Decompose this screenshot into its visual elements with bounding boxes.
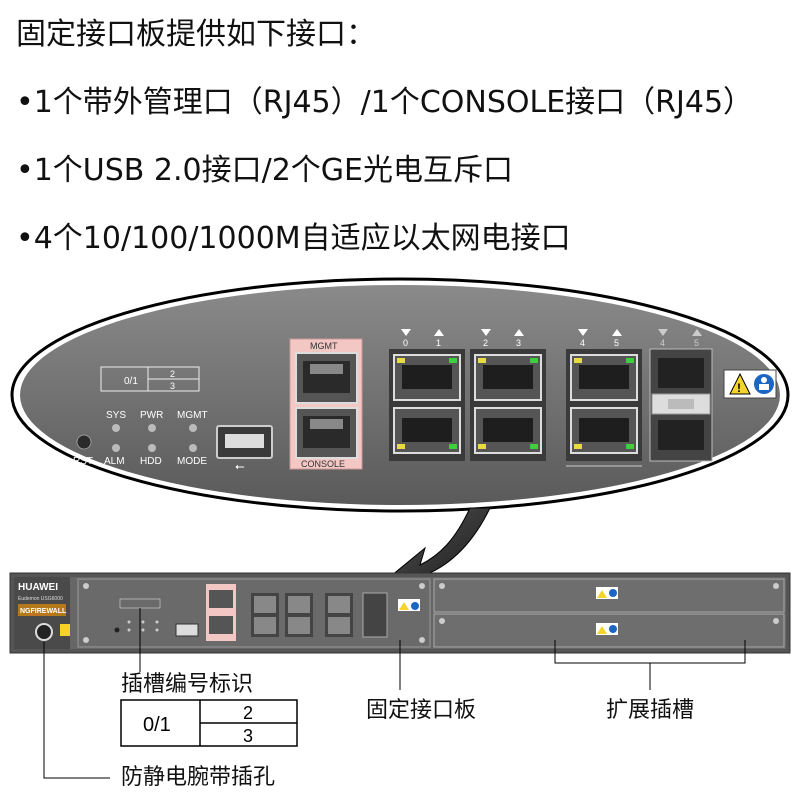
zoom-slot-id-box: 0/1 2 3 xyxy=(100,366,200,392)
device-chassis: HUAWEI Eudemon USG6000 NGFIREWALL xyxy=(9,572,791,654)
rst-button: RST xyxy=(73,434,93,467)
zoom-led-group: SYS PWR MGMT ALM HDD MODE xyxy=(104,410,208,467)
led-pwr xyxy=(148,424,156,432)
led-label-sys: SYS xyxy=(106,410,126,421)
page-heading: 固定接口板提供如下接口： xyxy=(16,17,376,52)
port-num-4b: 4 xyxy=(660,338,665,348)
usb-port: ⭠ xyxy=(216,425,273,473)
brand-logo: HUAWEI xyxy=(18,582,58,593)
led-mode xyxy=(189,444,197,452)
bullet-1: •1个带外管理口（RJ45）/1个CONSOLE接口（RJ45） xyxy=(16,85,754,120)
led-label-alm: ALM xyxy=(104,456,125,467)
led-mgmt xyxy=(189,424,197,432)
label-expansion-slots: 扩展插槽 xyxy=(606,698,695,723)
bullet-3: •4个10/100/1000M自适应以太网电接口 xyxy=(16,221,571,256)
warning-icon: ! xyxy=(723,369,777,399)
slot-number-table: 0/1 2 3 xyxy=(120,699,298,747)
rst-label: RST xyxy=(73,456,93,467)
rj45-group-2-3 xyxy=(470,349,546,461)
led-sys xyxy=(112,424,120,432)
bullet-2: •1个USB 2.0接口/2个GE光电互斥口 xyxy=(16,153,514,188)
port-num-3: 3 xyxy=(516,338,521,348)
mgmt-console-block: MGMT CONSOLE xyxy=(289,338,363,470)
table-slot-id: 0/1 xyxy=(143,714,171,736)
port-num-2: 2 xyxy=(483,338,488,348)
port-num-4: 4 xyxy=(580,338,585,348)
label-slot-numbering: 插槽编号标识 xyxy=(121,672,254,697)
port-num-5: 5 xyxy=(614,338,619,348)
console-label: CONSOLE xyxy=(301,459,345,469)
zoom-slot-id: 0/1 xyxy=(124,376,138,387)
led-label-pwr: PWR xyxy=(140,410,163,421)
zoom-panel: 0/1 2 3 SYS PWR MGMT ALM HDD MODE RST xyxy=(10,277,790,513)
port-number-row: 0 1 2 3 4 5 4 5 xyxy=(401,329,702,348)
callout-lines xyxy=(43,608,746,779)
svg-text:!: ! xyxy=(737,381,741,395)
label-fixed-board: 固定接口板 xyxy=(366,698,477,723)
table-slot-3: 3 xyxy=(243,726,253,746)
mgmt-label: MGMT xyxy=(310,341,338,351)
led-label-mgmt: MGMT xyxy=(177,410,208,421)
label-esd-jack: 防静电腕带插孔 xyxy=(121,765,276,790)
zoom-slot-sub-2: 2 xyxy=(170,369,175,379)
port-num-0: 0 xyxy=(403,338,408,348)
led-hdd xyxy=(148,444,156,452)
sfp-port-group xyxy=(649,348,713,462)
esd-jack-icon xyxy=(35,623,53,641)
led-label-hdd: HDD xyxy=(140,456,162,467)
zoom-slot-sub-3: 3 xyxy=(170,381,175,391)
led-label-mode: MODE xyxy=(177,456,207,467)
port-num-1: 1 xyxy=(436,338,441,348)
ngfw-badge: NGFIREWALL xyxy=(20,608,67,615)
table-slot-2: 2 xyxy=(243,703,253,723)
usb-symbol: ⭠ xyxy=(235,459,245,473)
port-num-5b: 5 xyxy=(694,338,699,348)
device-model: Eudemon USG6000 xyxy=(18,596,63,602)
rj45-group-4-5 xyxy=(566,349,642,467)
rj45-group-0-1 xyxy=(389,349,465,461)
led-alm xyxy=(112,444,120,452)
